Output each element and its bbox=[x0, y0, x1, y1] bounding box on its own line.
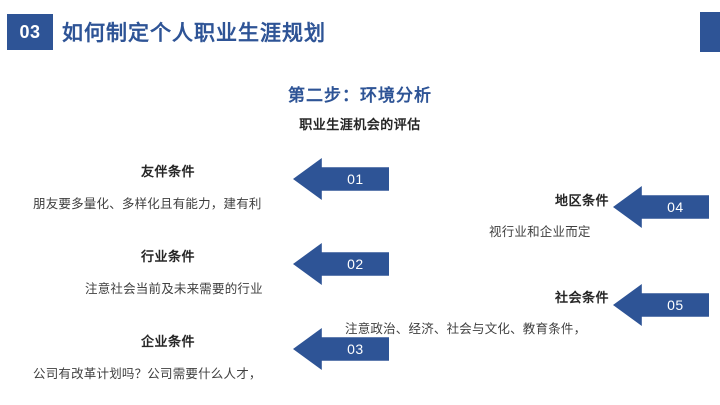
section-subtitle: 职业生涯机会的评估 bbox=[299, 117, 421, 132]
arrow-marker-05: 05 bbox=[613, 284, 713, 330]
item-title-05: 社会条件 bbox=[554, 290, 609, 305]
item-title-04: 地区条件 bbox=[554, 193, 609, 208]
page-title: 如何制定个人职业生涯规划 bbox=[62, 22, 326, 45]
header-accent-bar bbox=[700, 12, 720, 52]
arrow-number-01: 01 bbox=[347, 171, 364, 187]
arrow-number-04: 04 bbox=[667, 199, 684, 215]
item-desc-02: 注意社会当前及未来需要的行业 bbox=[85, 282, 263, 296]
item-title-02: 行业条件 bbox=[141, 249, 196, 264]
item-desc-03: 公司有改革计划吗？公司需要什么人才， bbox=[33, 367, 262, 381]
item-title-01: 友伴条件 bbox=[141, 164, 196, 179]
arrow-number-03: 03 bbox=[347, 341, 364, 357]
section-number-badge: 03 bbox=[7, 14, 53, 50]
arrow-marker-04: 04 bbox=[613, 186, 713, 232]
item-desc-01: 朋友要多量化、多样化且有能力，建有利 bbox=[33, 197, 262, 211]
arrow-marker-01: 01 bbox=[293, 158, 393, 204]
arrow-marker-02: 02 bbox=[293, 243, 393, 289]
item-title-03: 企业条件 bbox=[141, 334, 196, 349]
arrow-marker-03: 03 bbox=[293, 328, 393, 374]
item-desc-04: 视行业和企业而定 bbox=[489, 225, 591, 239]
item-desc-05: 注意政治、经济、社会与文化、教育条件， bbox=[345, 322, 587, 336]
step-subtitle: 第二步：环境分析 bbox=[288, 86, 432, 105]
arrow-number-05: 05 bbox=[667, 297, 684, 313]
arrow-number-02: 02 bbox=[347, 256, 364, 272]
